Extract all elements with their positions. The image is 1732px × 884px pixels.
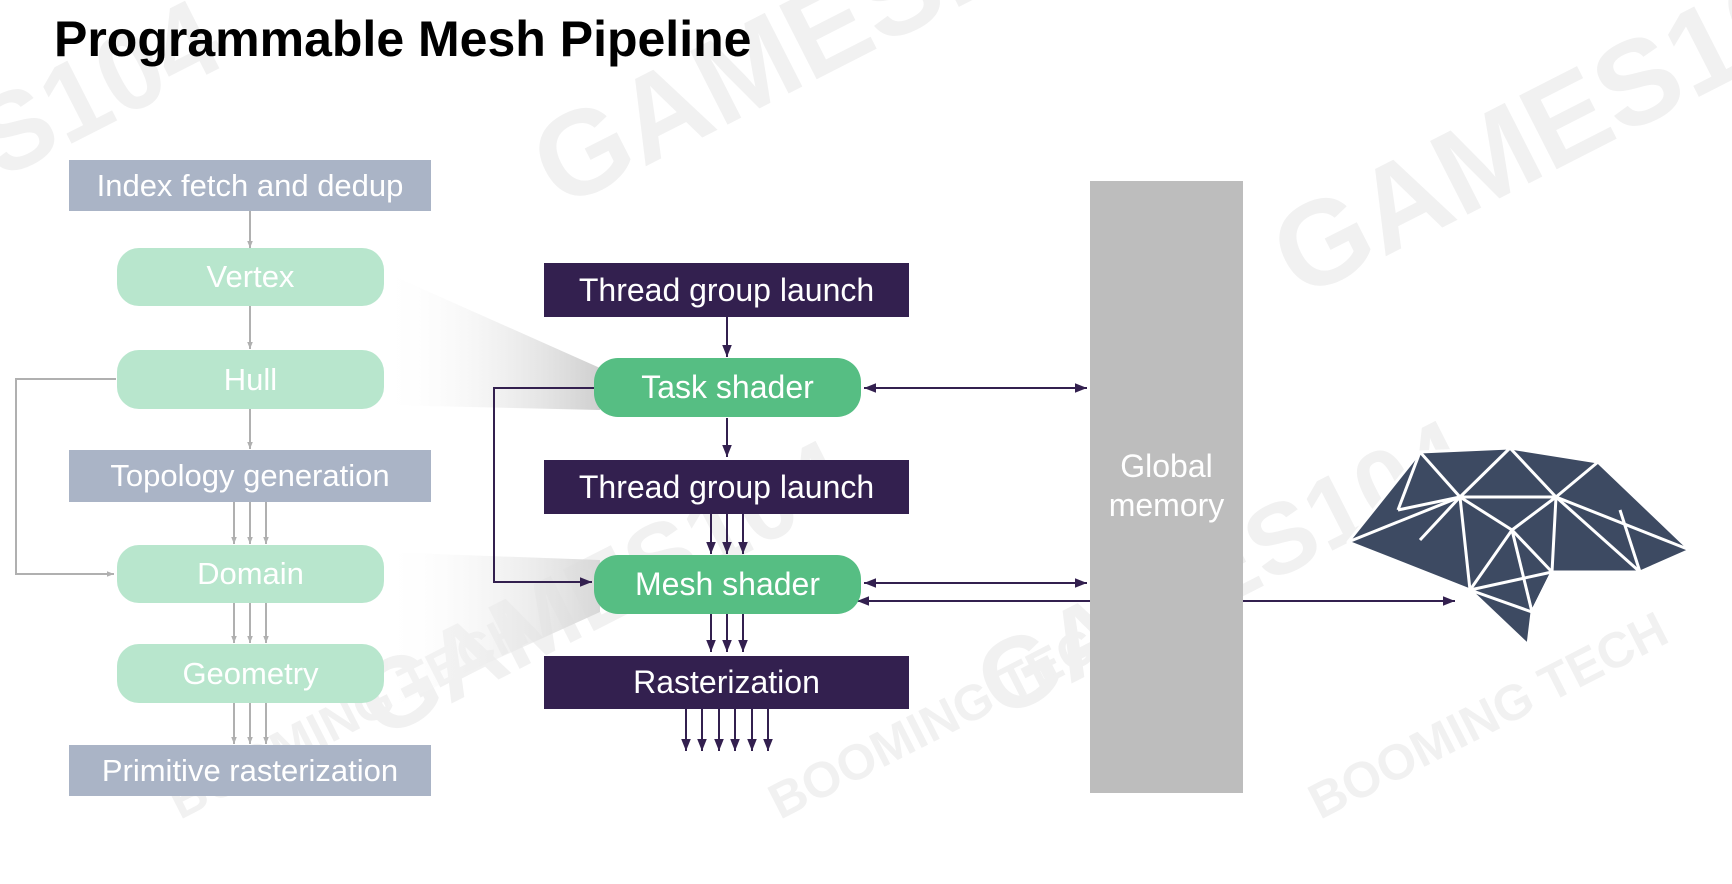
- thread-group-launch-2: Thread group launch: [544, 460, 909, 514]
- triangle-mesh-icon: [1346, 446, 1692, 647]
- vertex-shader-stage: Vertex: [117, 248, 384, 306]
- primitive-rasterization-stage: Primitive rasterization: [69, 745, 431, 796]
- svg-text:GAMES104: GAMES104: [1251, 0, 1732, 323]
- topology-generation-stage: Topology generation: [69, 450, 431, 502]
- mesh-shader-stage: Mesh shader: [594, 555, 861, 614]
- global-memory-label-line1: Global: [1120, 448, 1213, 484]
- fan-connector-task: [380, 270, 600, 410]
- index-fetch-stage: Index fetch and dedup: [69, 160, 431, 211]
- task-shader-stage: Task shader: [594, 358, 861, 417]
- global-memory-label-line2: memory: [1108, 487, 1225, 523]
- rasterization-stage: Rasterization: [544, 656, 909, 709]
- geometry-shader-stage: Geometry: [117, 644, 384, 703]
- legacy-arrows: [15, 211, 269, 744]
- hull-shader-stage: Hull: [117, 350, 384, 409]
- domain-shader-stage: Domain: [117, 545, 384, 603]
- thread-group-launch-1: Thread group launch: [544, 263, 909, 317]
- page-title: Programmable Mesh Pipeline: [54, 11, 752, 67]
- svg-text:BOOMING TECH: BOOMING TECH: [1300, 601, 1677, 830]
- global-memory-block: Global memory: [1090, 181, 1243, 793]
- fan-connector-mesh: [380, 552, 600, 712]
- svg-text:BOOMING TECH: BOOMING TECH: [760, 601, 1137, 830]
